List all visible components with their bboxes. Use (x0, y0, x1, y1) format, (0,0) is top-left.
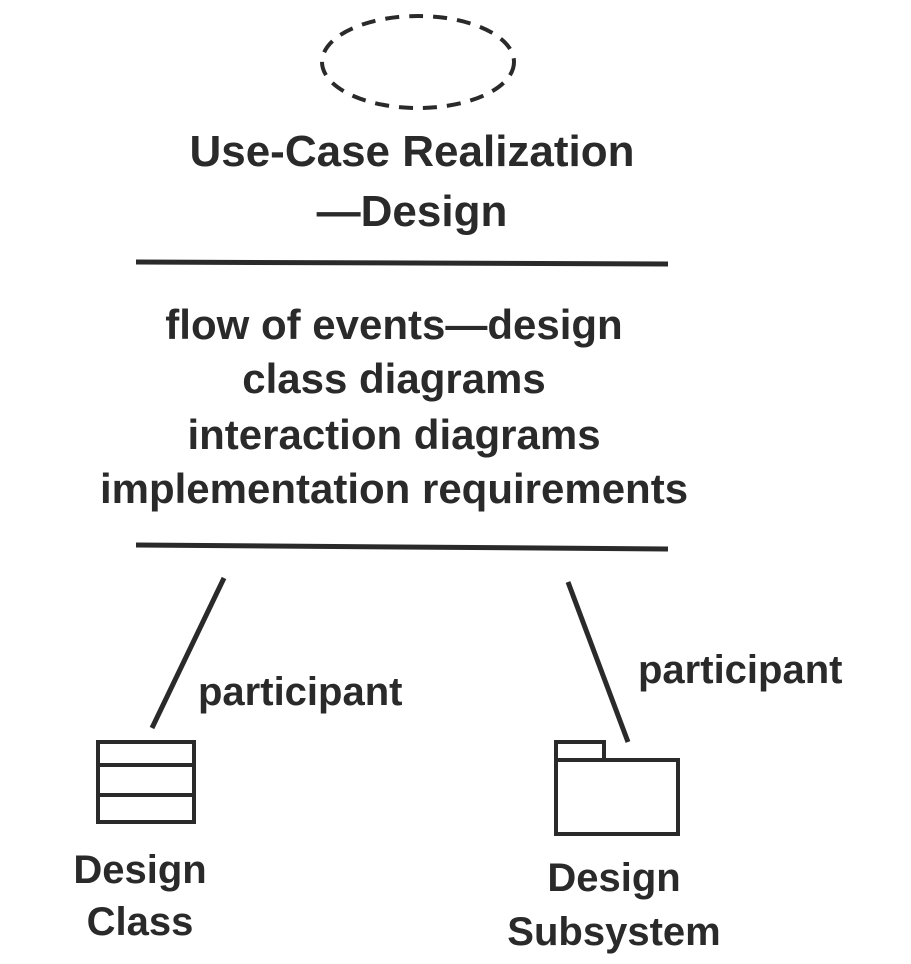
separator-bottom (135, 542, 669, 552)
association-label-right: participant (638, 648, 843, 692)
compartment-item-implementation-requirements: implementation requirements (99, 465, 689, 512)
design-class-icon (96, 740, 196, 824)
compartment-item-interaction-diagrams: interaction diagrams (187, 411, 601, 458)
separator-top (135, 259, 669, 267)
association-line-left (149, 576, 227, 730)
realization-title-line1: Use-Case Realization (189, 127, 635, 176)
design-subsystem-icon (554, 740, 680, 836)
association-line-right (565, 581, 631, 743)
association-label-left: participant (198, 670, 403, 714)
design-subsystem-caption-line1: Design (547, 856, 681, 900)
compartment-item-flow-of-events: flow of events—design (165, 301, 623, 348)
compartment-item-class-diagrams: class diagrams (242, 355, 546, 402)
design-class-caption-line1: Design (73, 848, 207, 892)
use-case-realization-icon (320, 14, 516, 110)
realization-title-line2: —Design (316, 187, 508, 236)
design-subsystem-caption-line2: Subsystem (507, 910, 721, 954)
design-class-caption-line2: Class (86, 900, 194, 944)
